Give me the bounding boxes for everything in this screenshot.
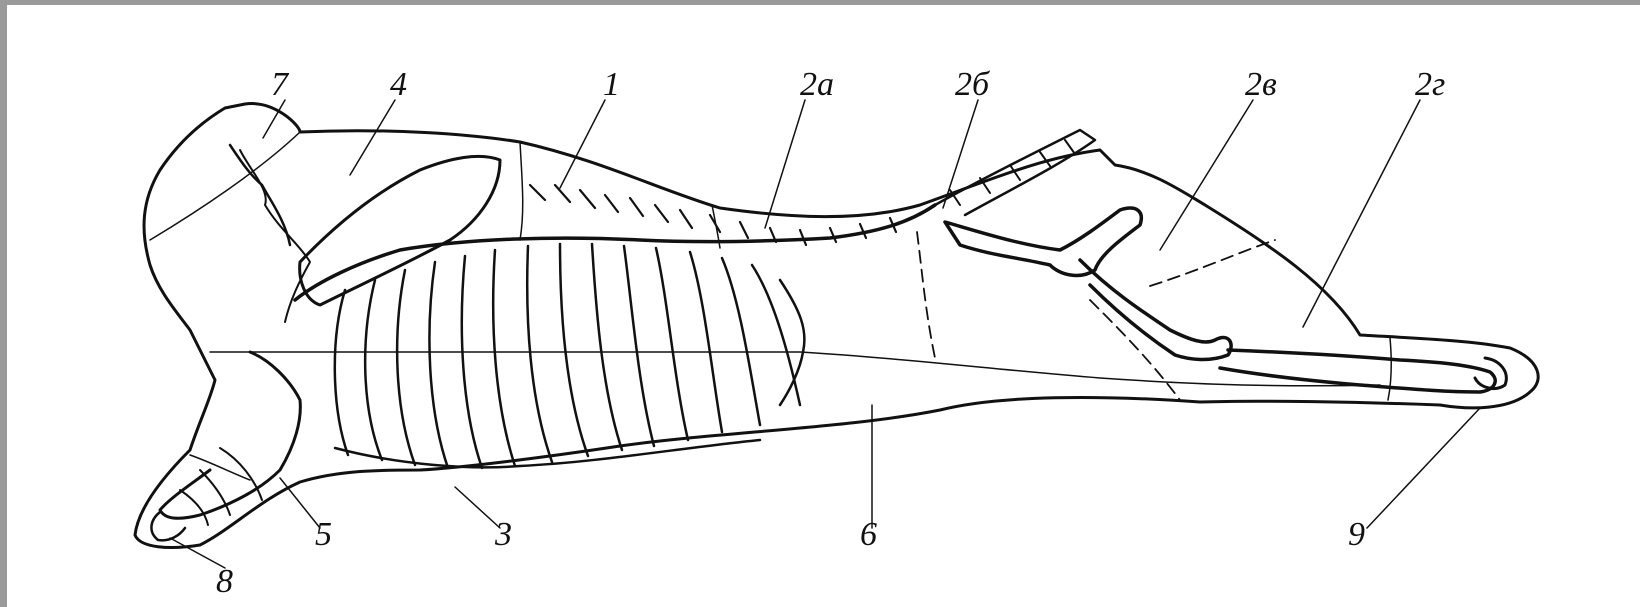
- leader-line-4: [350, 100, 395, 175]
- label-5: 5: [315, 516, 332, 553]
- label-2v: 2в: [1245, 66, 1277, 103]
- femur-bone: [1080, 260, 1231, 360]
- pelvis-bone: [945, 208, 1141, 275]
- carcass-outline: [135, 104, 1538, 548]
- rib: [493, 250, 515, 466]
- rib: [429, 262, 448, 468]
- leader-line-3: [455, 487, 500, 528]
- rib: [722, 258, 760, 425]
- cut-line-2g-9: [1388, 338, 1391, 400]
- rib: [462, 256, 482, 468]
- shoulder-blade: [300, 156, 500, 305]
- label-4: 4: [390, 66, 407, 103]
- leader-line-9: [1367, 408, 1480, 528]
- rib: [365, 280, 382, 460]
- rib: [690, 252, 722, 432]
- rib: [592, 244, 622, 450]
- rib: [656, 248, 688, 440]
- rib: [624, 246, 654, 446]
- label-2b: 2б: [955, 66, 991, 103]
- label-2g: 2г: [1415, 66, 1445, 103]
- rib: [560, 244, 588, 456]
- rib: [397, 270, 415, 465]
- label-1: 1: [603, 66, 620, 103]
- neck-bone: [230, 145, 290, 245]
- spine: [295, 205, 935, 300]
- rib: [527, 246, 552, 462]
- label-3: 3: [494, 516, 512, 553]
- cut-line-dashed-2: [1150, 240, 1275, 286]
- cut-line-1: [520, 142, 523, 240]
- leader-line-5: [280, 478, 320, 528]
- label-2a: 2а: [800, 66, 834, 103]
- leader-line-2g: [1303, 100, 1420, 327]
- leader-line-1: [560, 100, 605, 188]
- cut-line-dashed-1: [917, 232, 935, 358]
- label-7: 7: [271, 66, 290, 103]
- leader-line-2a: [765, 100, 805, 228]
- label-8: 8: [216, 563, 233, 600]
- rib: [335, 290, 348, 455]
- label-6: 6: [860, 516, 877, 553]
- label-9: 9: [1348, 516, 1365, 553]
